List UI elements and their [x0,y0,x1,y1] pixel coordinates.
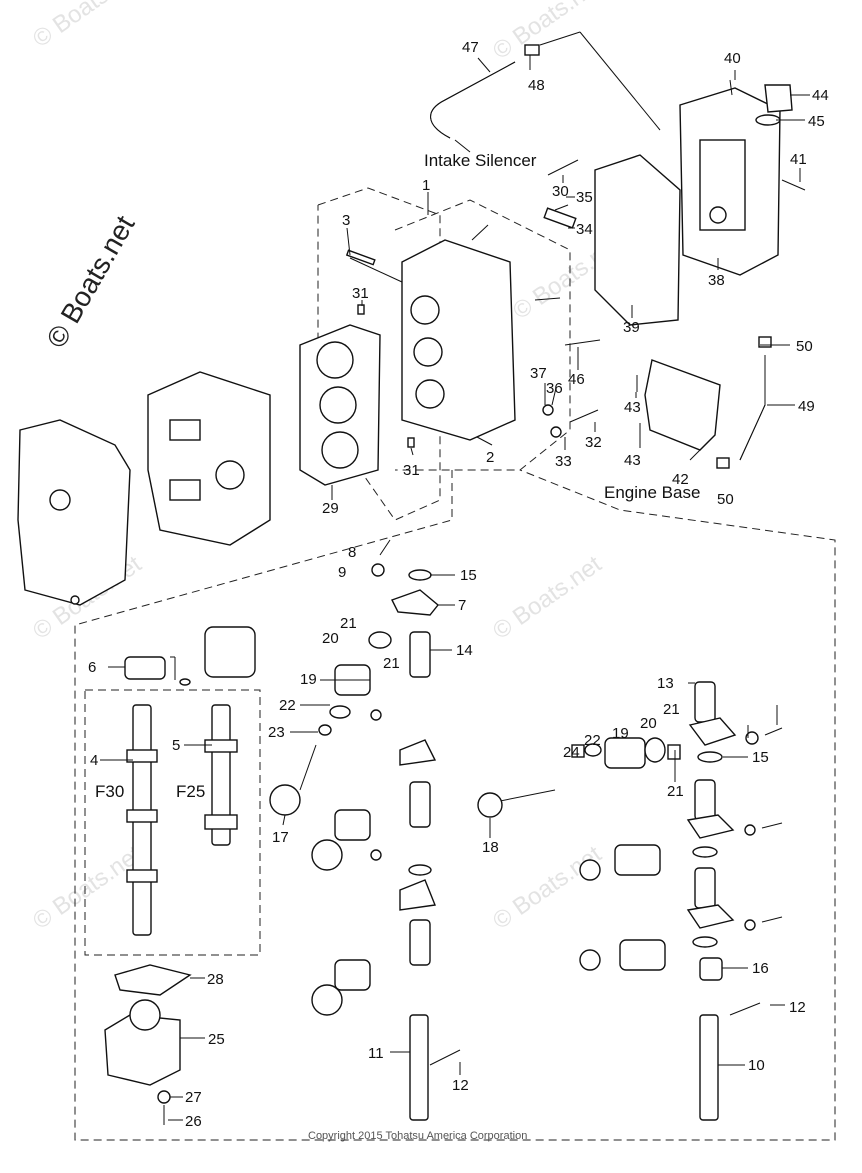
callout-26: 26 [185,1113,202,1130]
callout-50: 50 [717,491,734,508]
callout-7: 7 [458,597,466,614]
intake-silencer-label: Intake Silencer [424,151,537,170]
callout-22: 22 [584,732,601,749]
callout-33: 33 [555,453,572,470]
callout-32: 32 [585,434,602,451]
callout-34: 34 [576,221,593,238]
callout-25: 25 [208,1031,225,1048]
callout-21: 21 [663,701,680,718]
watermark-text: © Boats.net [488,550,607,644]
watermark-text: © Boats.net [28,0,147,53]
callout-49: 49 [798,398,815,415]
callout-31: 31 [352,285,369,302]
callout-3: 3 [342,212,350,229]
base-plate [644,359,721,451]
model-f25-label: F25 [176,782,205,801]
callout-18: 18 [482,839,499,856]
callout-27: 27 [185,1089,202,1106]
callout-6: 6 [88,659,96,676]
callout-5: 5 [172,737,180,754]
callout-43: 43 [624,399,641,416]
callout-40: 40 [724,50,741,67]
callout-23: 23 [268,724,285,741]
callout-8: 8 [348,544,356,561]
callout-39: 39 [623,319,640,336]
callout-19: 19 [612,725,629,742]
callout-19: 19 [300,671,317,688]
callout-20: 20 [640,715,657,732]
valve-train-right [477,681,783,1121]
callout-12: 12 [789,999,806,1016]
callout-22: 22 [279,697,296,714]
copyright-text: Copyright 2015 Tohatsu America Corporati… [308,1130,527,1142]
model-f30-label: F30 [95,782,124,801]
upper-fasteners [471,159,641,440]
watermark-text: © Boats.net [488,0,607,65]
watermark-text: © Boats.net [488,840,607,934]
callout-2: 2 [486,449,494,466]
head-assembly-boundary [74,187,836,1141]
callout-15: 15 [460,567,477,584]
callout-1: 1 [422,177,430,194]
notes: Intake Silencer Engine Base F30 F25 Copy… [95,151,700,1142]
callout-16: 16 [752,960,769,977]
head-gasket [299,324,381,500]
engine-base-label: Engine Base [604,483,700,502]
callout-45: 45 [808,113,825,130]
callout-14: 14 [456,642,473,659]
callout-17: 17 [272,829,289,846]
callout-10: 10 [748,1057,765,1074]
callout-47: 47 [462,39,479,56]
callout-38: 38 [708,272,725,289]
callout-31: 31 [403,462,420,479]
callout-30: 30 [552,183,569,200]
callout-35: 35 [576,189,593,206]
valve-train-left [269,539,461,1121]
camshafts [124,626,256,936]
callout-21: 21 [667,783,684,800]
callout-37: 37 [530,365,547,382]
callout-48: 48 [528,77,545,94]
callout-4: 4 [90,752,98,769]
callout-29: 29 [322,500,339,517]
callout-36: 36 [546,380,563,397]
callout-21: 21 [340,615,357,632]
leader-lines [100,55,810,1121]
oil-pump [104,964,192,1125]
callout-9: 9 [338,564,346,581]
callout-42: 42 [672,471,689,488]
callout-50: 50 [796,338,813,355]
callout-13: 13 [657,675,674,692]
cylinder-head [345,239,516,448]
breather-hoses [430,31,772,469]
callout-15: 15 [752,749,769,766]
crankcase-drawing [17,371,271,606]
callout-labels: 1 2 3 4 5 6 7 8 9 10 11 12 12 13 14 15 1… [88,39,829,1130]
callout-46: 46 [568,371,585,388]
watermark-text: © Boats.net [28,840,147,934]
callout-24: 24 [563,744,580,761]
callout-21: 21 [383,655,400,672]
callout-11: 11 [368,1045,384,1062]
callout-44: 44 [812,87,829,104]
callout-41: 41 [790,151,807,168]
head-cover [594,79,806,326]
callout-20: 20 [322,630,339,647]
callout-12: 12 [452,1077,469,1094]
callout-28: 28 [207,971,224,988]
callout-43: 43 [624,452,641,469]
watermark-logo: © Boats.net [40,210,140,353]
